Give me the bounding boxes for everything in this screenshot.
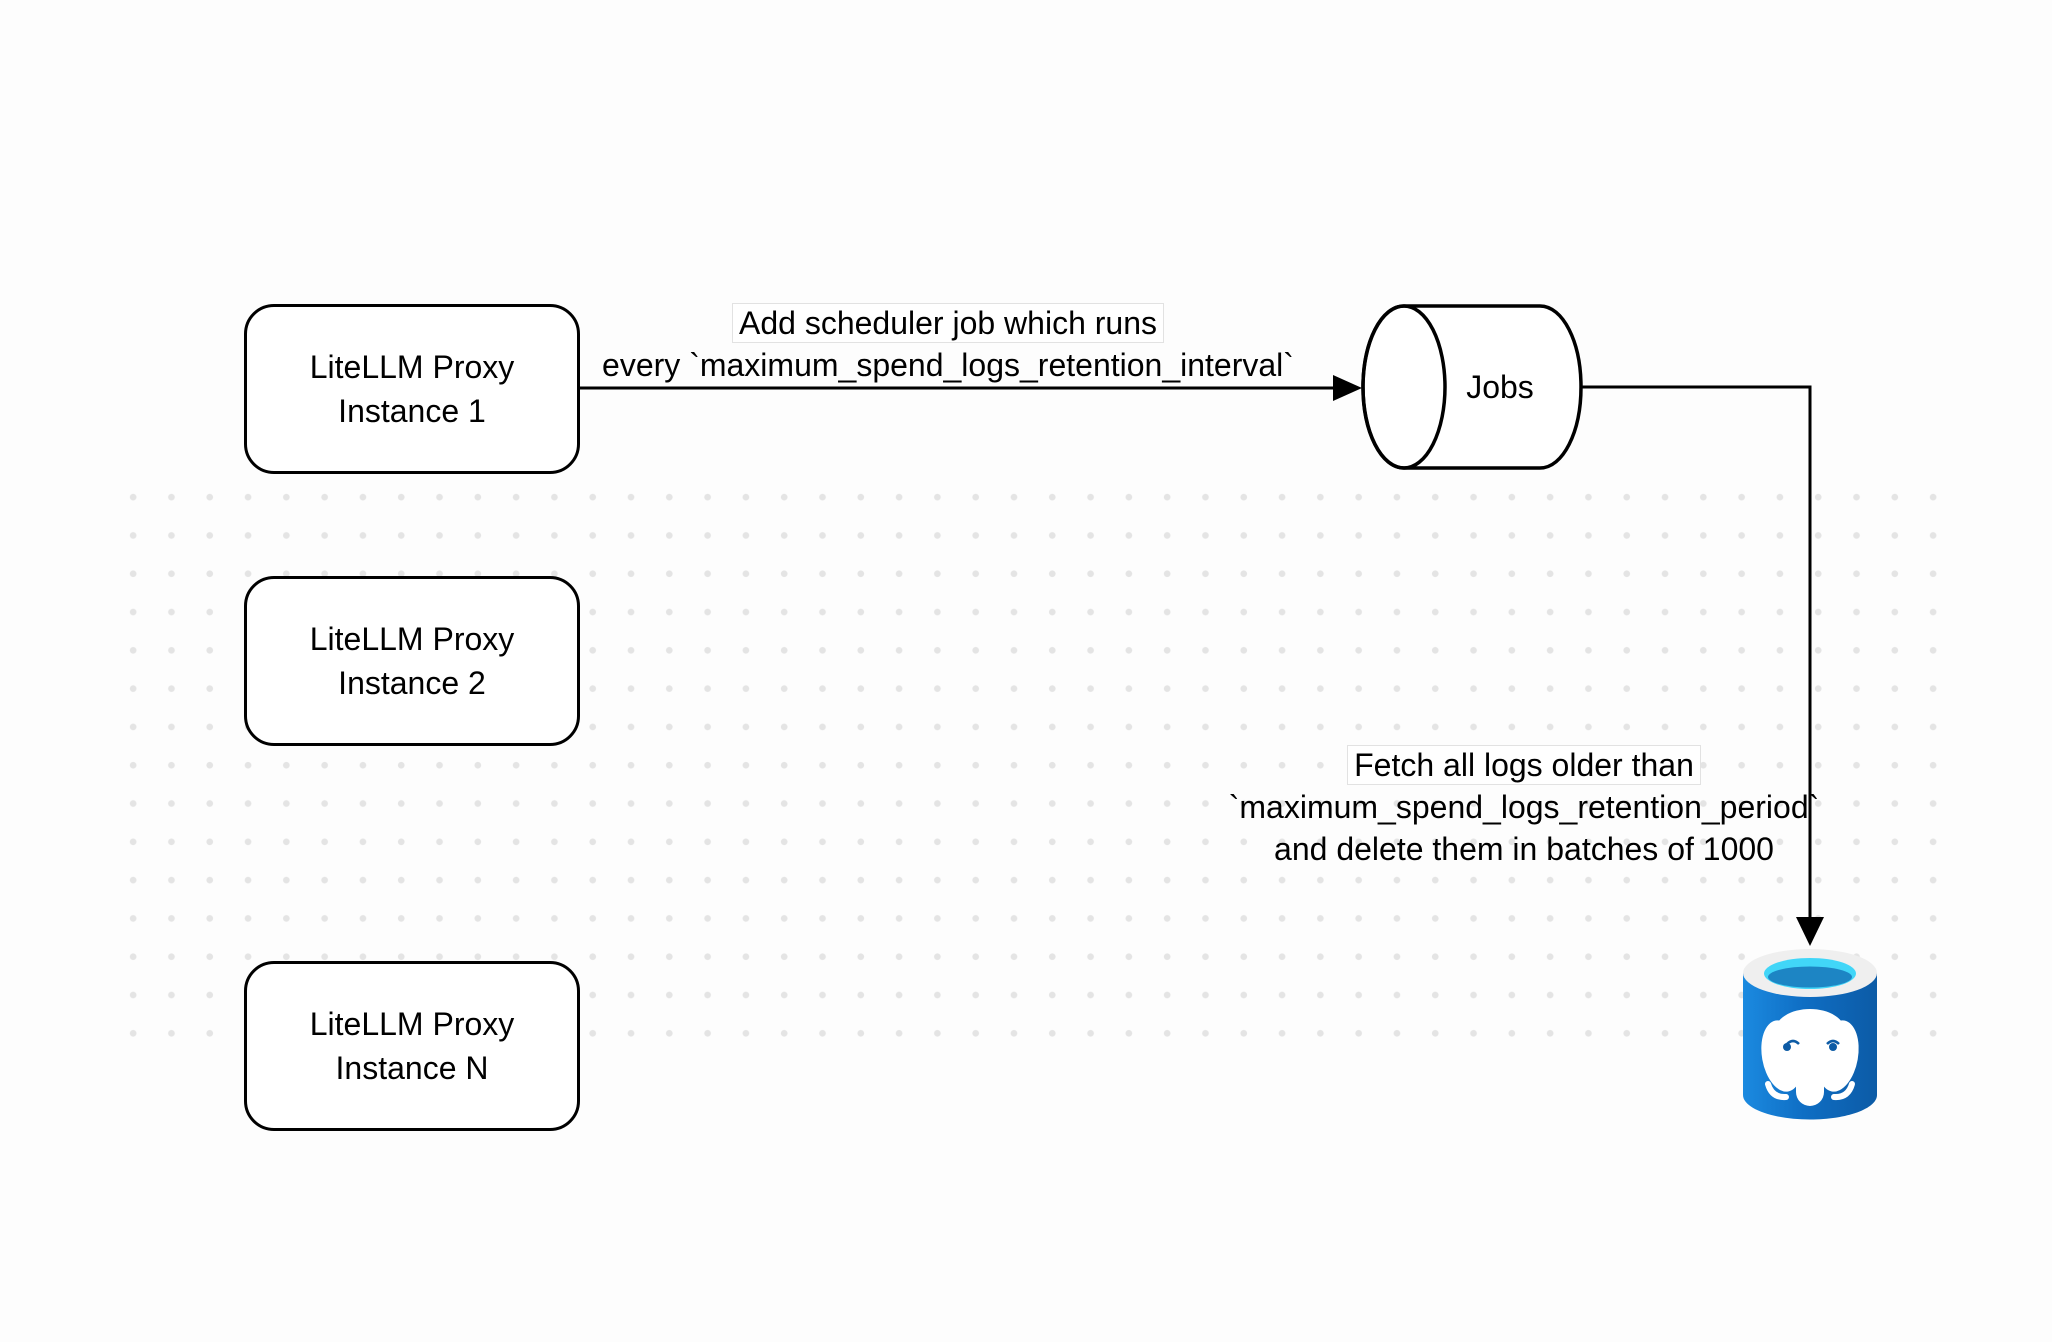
arrowhead-down-icon (1796, 917, 1824, 946)
edge-label-fetch-line1: Fetch all logs older than (1347, 745, 1701, 785)
edge-label-scheduler: Add scheduler job which runs every `maxi… (553, 302, 1343, 386)
elephant-brow-lines (1786, 1039, 1840, 1045)
node-label-line: LiteLLM Proxy (309, 621, 515, 657)
edge-label-scheduler-line2: every `maximum_spend_logs_retention_inte… (602, 347, 1294, 383)
node-litellm-proxy-instance-2: LiteLLM Proxy Instance 2 (244, 576, 580, 746)
database-top-pool (1768, 966, 1852, 988)
edge-label-scheduler-line1: Add scheduler job which runs (731, 303, 1164, 343)
postgres-elephant-icon (1761, 1009, 1859, 1106)
edge-label-fetch-delete: Fetch all logs older than `maximum_spend… (1134, 744, 1914, 870)
arrowhead-right-icon (1333, 375, 1362, 401)
edge-jobs-to-database (1581, 385, 1812, 918)
node-label-line: Instance 2 (338, 665, 486, 701)
elephant-eyes (1783, 1043, 1837, 1051)
jobs-node-label: Jobs (1466, 369, 1534, 405)
jobs-cylinder-cap (1361, 304, 1447, 470)
node-litellm-proxy-instance-1: LiteLLM Proxy Instance 1 (244, 304, 580, 474)
edge-label-fetch-line2: `maximum_spend_logs_retention_period` (1228, 789, 1820, 825)
edge-label-fetch-line3: and delete them in batches of 1000 (1274, 831, 1774, 867)
node-label-line: LiteLLM Proxy (309, 1006, 515, 1042)
node-label-line: LiteLLM Proxy (309, 349, 515, 385)
node-label-line: Instance 1 (338, 393, 486, 429)
node-litellm-proxy-instance-n: LiteLLM Proxy Instance N (244, 961, 580, 1131)
postgresql-database-icon (1743, 949, 1877, 1120)
node-label-line: Instance N (335, 1050, 489, 1086)
